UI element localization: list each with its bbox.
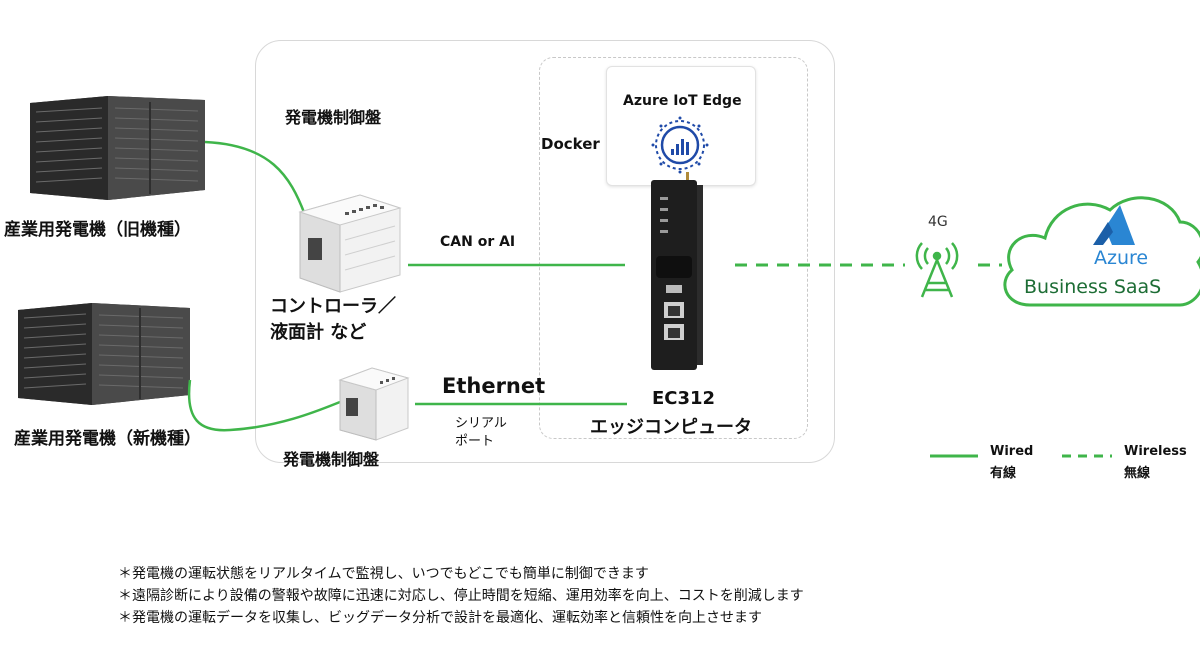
legend-wired-jp: 有線 bbox=[990, 466, 1017, 481]
edge-computer-label: エッジコンピュータ bbox=[590, 417, 752, 438]
azure-cloud-icon bbox=[1003, 196, 1200, 307]
generator-new-label: 産業用発電機（新機種） bbox=[14, 429, 201, 449]
azure-brand-label: Azure bbox=[1094, 247, 1149, 269]
serial-port-label-line2: ポート bbox=[455, 434, 495, 449]
cell-tower-icon bbox=[915, 242, 959, 298]
control-panel-boundary bbox=[255, 40, 835, 463]
generator-old-label: 産業用発電機（旧機種） bbox=[4, 220, 191, 240]
ec312-model-label: EC312 bbox=[652, 388, 716, 409]
edge-computer-boundary bbox=[539, 57, 808, 439]
note-line-2: ＊遠隔診断により設備の警報や故障に迅速に対応し、停止時間を短縮、運用効率を向上、… bbox=[118, 588, 804, 604]
control-panel-device-image bbox=[338, 367, 410, 441]
can-or-ai-label: CAN or AI bbox=[440, 234, 516, 250]
iot-edge-gear-icon bbox=[651, 116, 709, 174]
wired-connections bbox=[187, 140, 627, 432]
serial-port-label-line1: シリアル bbox=[455, 416, 507, 431]
legend-wireless-en: Wireless bbox=[1124, 444, 1187, 459]
legend-wireless-jp: 無線 bbox=[1124, 466, 1151, 481]
control-panel-title: 発電機制御盤 bbox=[285, 108, 382, 127]
control-panel-bottom-label: 発電機制御盤 bbox=[283, 450, 380, 469]
controller-label-line2: 液面計 など bbox=[270, 322, 367, 343]
legend-wired-en: Wired bbox=[990, 444, 1034, 459]
generator-new-image bbox=[18, 303, 190, 405]
docker-label: Docker bbox=[541, 135, 600, 153]
network-4g-label: 4G bbox=[928, 214, 948, 230]
note-line-1: ＊発電機の運転状態をリアルタイムで監視し、いつでもどこでも簡単に制御できます bbox=[118, 566, 649, 582]
azure-iot-edge-label: Azure IoT Edge bbox=[623, 93, 742, 109]
generator-old-image bbox=[30, 96, 205, 200]
ec312-device-image bbox=[651, 172, 703, 370]
controller-device-image bbox=[298, 194, 402, 293]
note-line-3: ＊発電機の運転データを収集し、ビッグデータ分析で設計を最適化、運転効率と信頼性を… bbox=[118, 610, 762, 626]
controller-label-line1: コントローラ／ bbox=[270, 296, 396, 317]
ethernet-label: Ethernet bbox=[442, 374, 546, 398]
business-saas-label: Business SaaS bbox=[1024, 276, 1162, 298]
